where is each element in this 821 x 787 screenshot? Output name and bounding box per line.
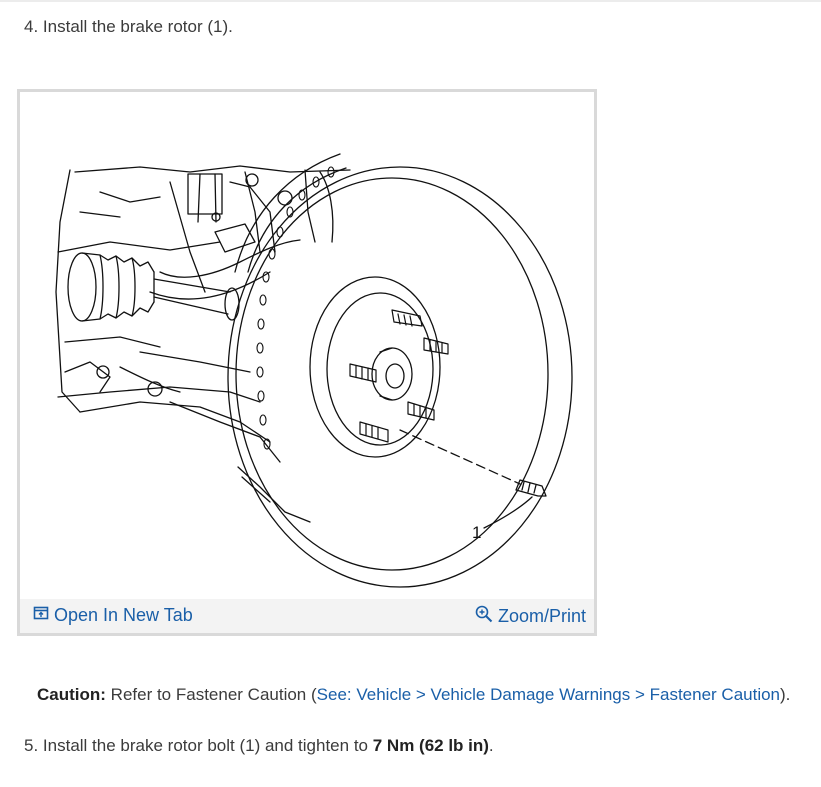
callout-label: 1 (472, 523, 481, 542)
zoom-print-label: Zoom/Print (497, 606, 586, 626)
step-number: 4. (24, 17, 39, 36)
step-text: Install the brake rotor bolt (1) and tig… (42, 736, 373, 755)
brake-rotor-illustration: 1 (55, 153, 573, 588)
open-in-new-tab-button[interactable]: Open In New Tab (33, 605, 193, 626)
fastener-caution-link[interactable]: See: Vehicle > Vehicle Damage Warnings >… (316, 685, 781, 704)
caution-text: Refer to Fastener Caution ( (105, 685, 317, 704)
zoom-print-button[interactable]: Zoom/Print (475, 605, 586, 628)
caution-text-end: ). (780, 685, 791, 704)
brake-rotor-figure: 1 Open In New Tab Zoom/Print (17, 89, 597, 636)
zoom-in-icon (475, 605, 493, 628)
step-4: 4. Install the brake rotor (1). (24, 17, 233, 37)
step-text: Install the brake rotor (1). (42, 17, 233, 36)
open-in-new-tab-icon (33, 605, 49, 626)
open-in-new-tab-label: Open In New Tab (54, 605, 193, 625)
step-5: 5. Install the brake rotor bolt (1) and … (24, 736, 494, 756)
top-divider (0, 0, 821, 2)
torque-spec: 7 Nm (62 lb in) (372, 736, 489, 755)
figure-toolbar: Open In New Tab Zoom/Print (20, 599, 594, 633)
caution-label: Caution: (37, 685, 106, 704)
step-text-end: . (488, 736, 494, 755)
step-number: 5. (24, 736, 39, 755)
caution-note: Caution: Refer to Fastener Caution (See:… (37, 685, 790, 705)
